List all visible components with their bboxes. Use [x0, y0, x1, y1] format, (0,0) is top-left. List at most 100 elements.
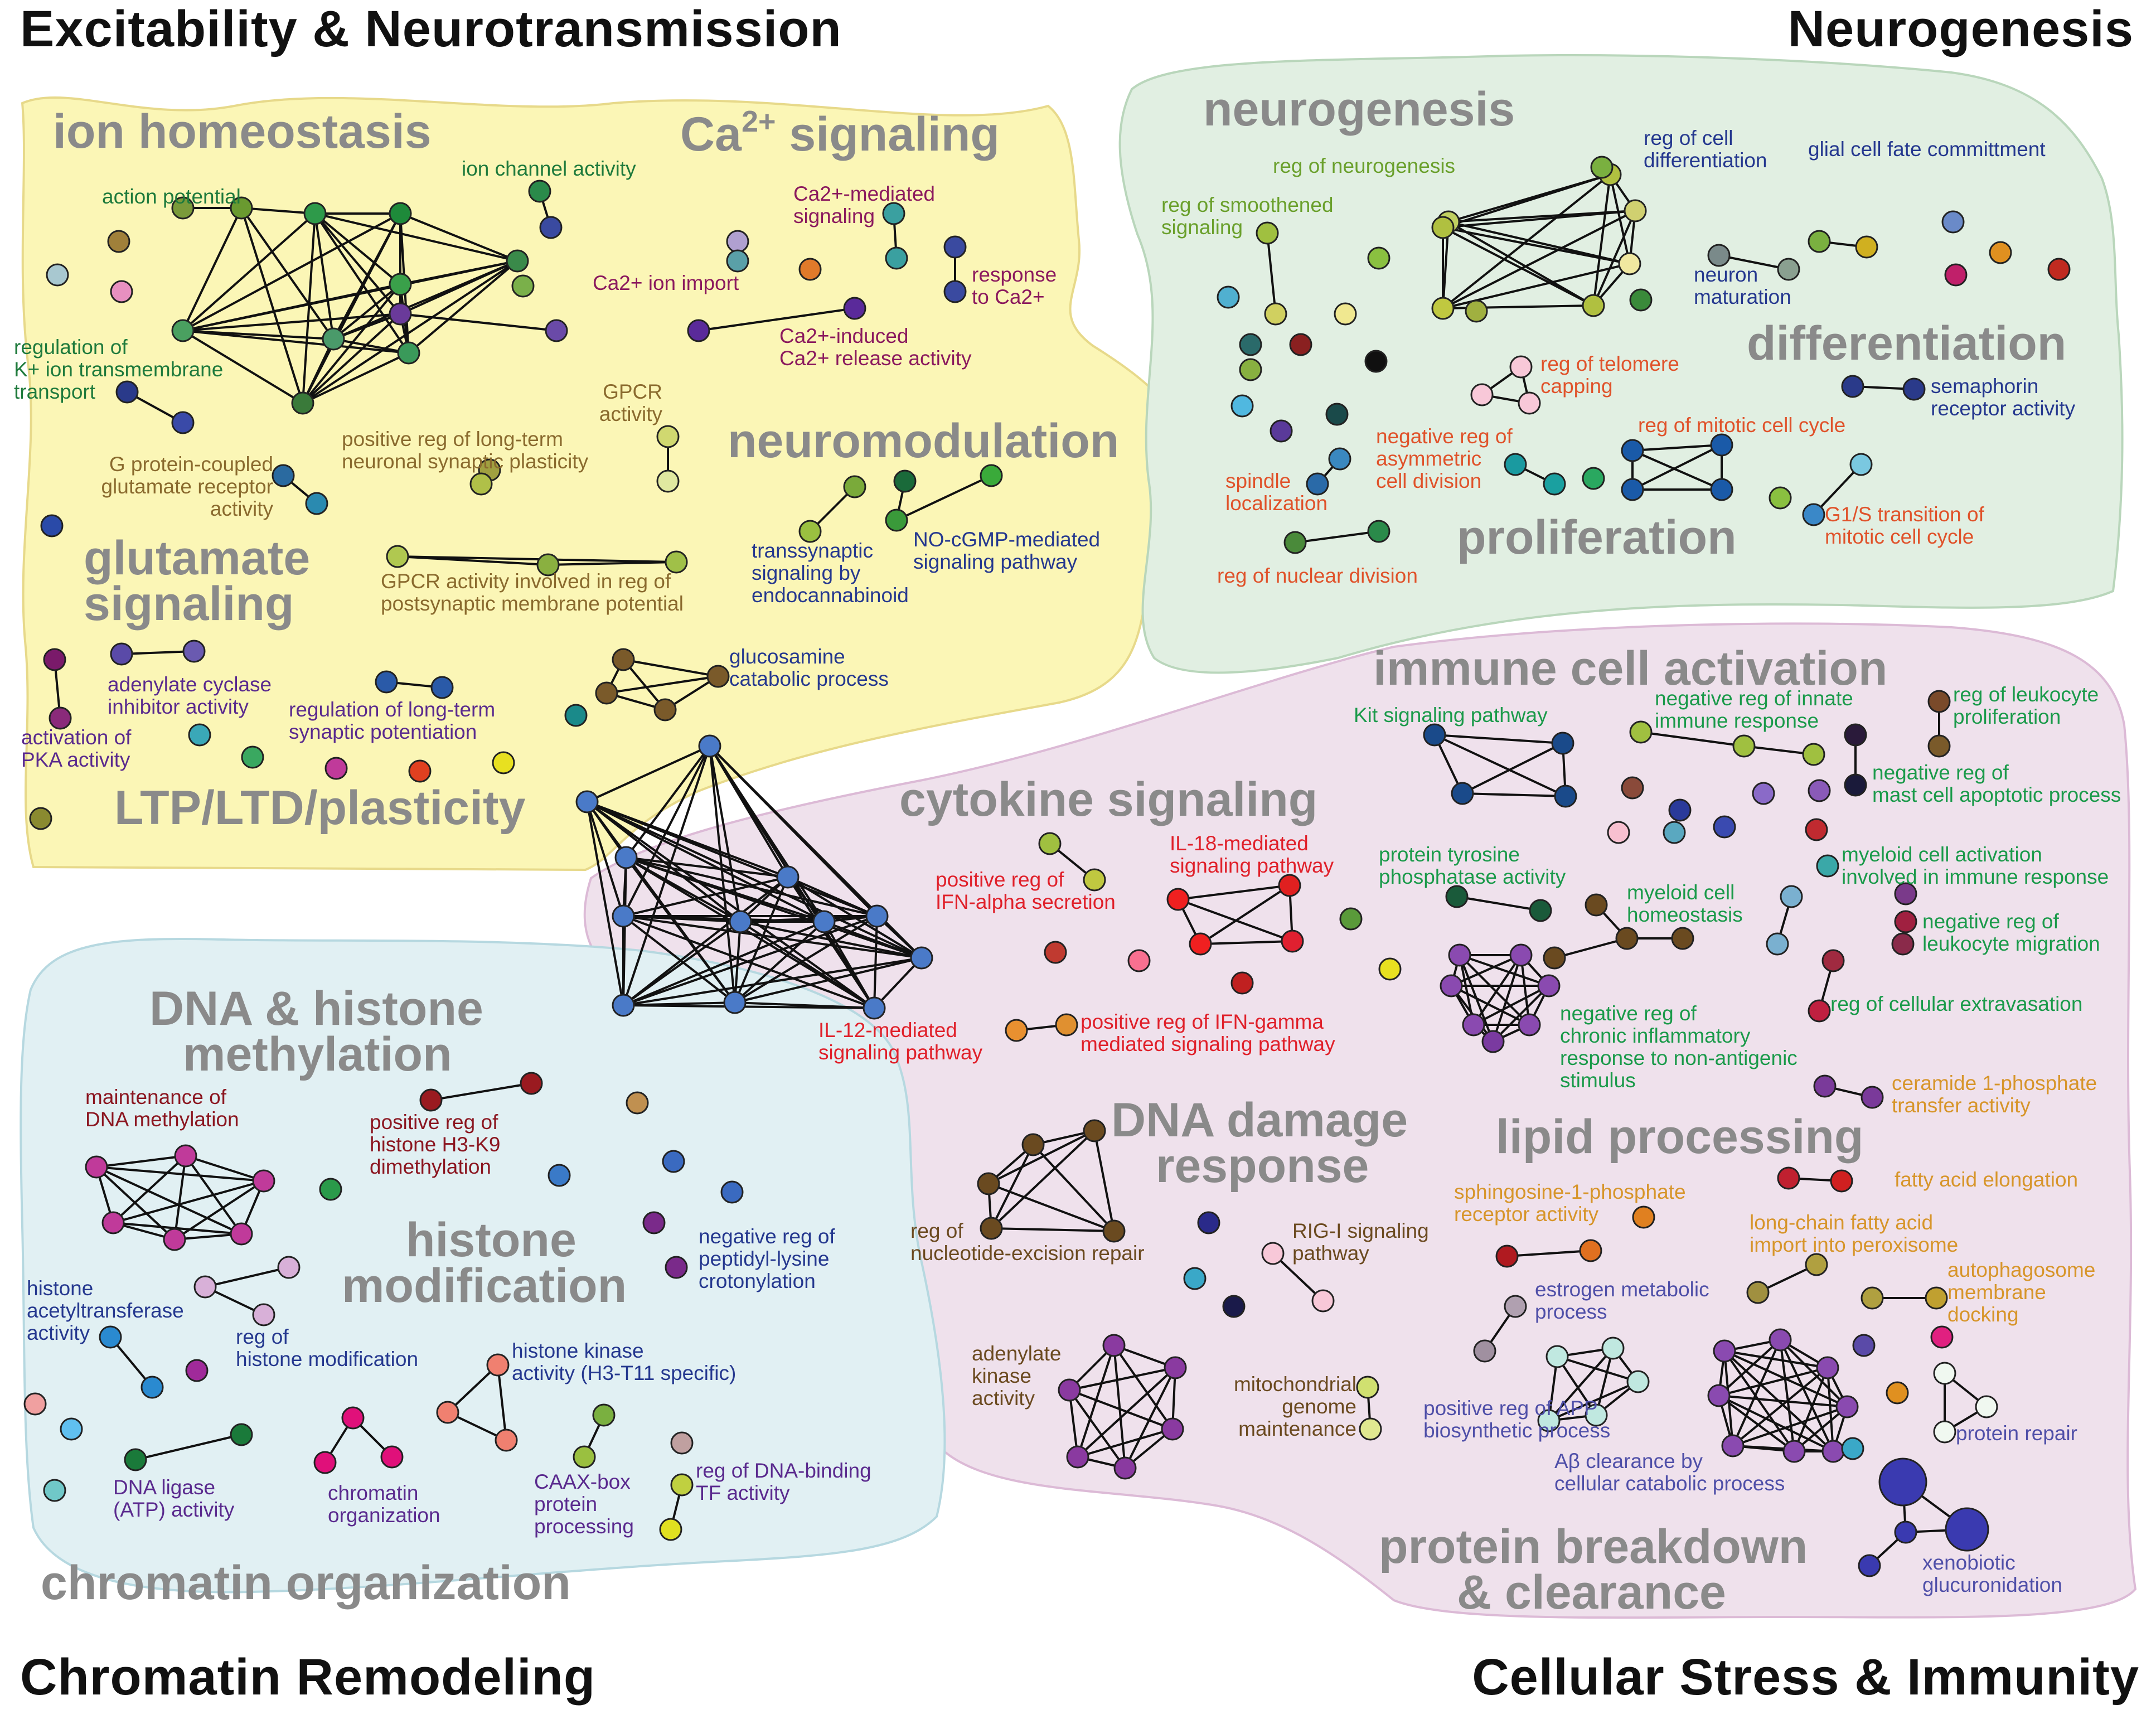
network-edge	[991, 1227, 1115, 1232]
term-node	[1710, 478, 1733, 501]
term-label-line: reg of DNA-binding	[696, 1459, 871, 1482]
term-node	[1805, 1253, 1828, 1276]
term-node	[324, 757, 348, 780]
term-label-line: estrogen metabolic	[1535, 1278, 1709, 1301]
term-label-line: mitotic cell cycle	[1825, 525, 1974, 548]
network-edge	[622, 745, 711, 1006]
term-node	[1083, 1119, 1106, 1142]
term-node	[277, 1256, 301, 1279]
term-label-line: synaptic potentiation	[289, 720, 477, 743]
term-label-line: peptidyl-lysine	[699, 1247, 829, 1270]
term-node	[1367, 520, 1391, 543]
cluster-heading-line: modification	[342, 1259, 627, 1313]
term-label-line: activity	[599, 403, 663, 425]
network-edge	[1266, 233, 1277, 314]
network-edge	[1200, 940, 1293, 945]
term-node	[943, 235, 967, 259]
term-node	[1941, 210, 1965, 234]
term-node	[1166, 888, 1190, 911]
network-edge	[1554, 937, 1627, 959]
term-node	[726, 249, 749, 273]
term-label-line: acetyltransferase	[27, 1299, 184, 1322]
term-node	[1504, 453, 1527, 476]
term-node	[1481, 1030, 1505, 1053]
term-node	[1281, 929, 1304, 953]
network-edge	[734, 1001, 875, 1009]
network-edge	[1556, 1355, 1597, 1416]
term-label-fatty-acid: fatty acid elongation	[1895, 1168, 2078, 1191]
term-node	[1509, 943, 1533, 967]
term-node	[1615, 927, 1639, 950]
network-edge	[1093, 1130, 1115, 1232]
term-node	[1813, 1074, 1837, 1098]
network-edge	[1124, 1367, 1176, 1469]
network-edge	[1793, 1367, 1829, 1452]
network-edge	[1113, 1345, 1126, 1469]
term-node	[812, 910, 836, 933]
term-label-line: mitochondrial	[1234, 1373, 1356, 1396]
network-edge	[734, 877, 789, 1003]
term-node	[1044, 941, 1067, 964]
network-edge	[587, 801, 878, 917]
term-node	[1808, 999, 1831, 1023]
term-node	[1852, 1334, 1876, 1357]
cluster-heading-text: ion homeostasis	[53, 105, 432, 158]
term-label-line: response to non-antigenic	[1560, 1047, 1798, 1069]
term-node	[492, 751, 515, 774]
term-node	[303, 202, 327, 225]
term-label-reg-mitotic: reg of mitotic cell cycle	[1638, 414, 1845, 437]
term-node	[843, 297, 866, 320]
network-edge	[623, 915, 922, 959]
term-label-line: organization	[328, 1504, 440, 1527]
term-node	[1746, 1281, 1770, 1304]
term-label-line: xenobiotic	[1922, 1551, 2016, 1574]
term-node	[1197, 1211, 1220, 1234]
term-label-line: negative reg of innate	[1655, 687, 1853, 710]
network-edge	[1779, 1339, 1848, 1408]
cluster-heading-line: histone	[406, 1213, 576, 1267]
node-layer	[23, 156, 2071, 1577]
cluster-heading-proliferation: proliferation	[1457, 511, 1737, 564]
term-node	[1601, 1337, 1625, 1360]
cluster-heading-sup: 2+	[742, 105, 776, 138]
network-edge	[1743, 745, 1814, 756]
term-label-line: signaling	[1161, 216, 1243, 239]
cluster-heading-ca-signaling: Ca2+ signaling	[680, 105, 1000, 161]
network-edge	[734, 921, 825, 1004]
term-label-line: TF activity	[696, 1481, 790, 1504]
term-label-line: chronic inflammatory	[1560, 1024, 1751, 1047]
term-node	[230, 196, 253, 220]
network-edge	[988, 1130, 1095, 1185]
cluster-heading-text: immune cell activation	[1373, 642, 1887, 695]
term-node	[230, 1222, 253, 1246]
network-edge	[182, 330, 304, 404]
term-label-line: differentiation	[1644, 149, 1767, 172]
term-label-line: G protein-coupled	[109, 453, 273, 476]
network-edge	[1434, 734, 1566, 797]
network-edge	[1434, 734, 1563, 744]
network-edge	[182, 260, 518, 332]
term-label-line: IL-12-mediated	[818, 1019, 957, 1042]
term-label-line: reg of leukocyte	[1953, 683, 2099, 706]
term-label-ion-channel-activity: ion channel activity	[462, 157, 636, 180]
term-label-line: glial cell fate committment	[1808, 138, 2046, 161]
network-edge	[988, 1183, 1115, 1232]
network-edge	[400, 212, 518, 262]
term-label-line: reg of mitotic cell cycle	[1638, 414, 1845, 437]
term-label-line: glucuronidation	[1922, 1573, 2062, 1596]
network-edge	[96, 1155, 186, 1168]
term-node	[99, 1325, 122, 1349]
network-edge	[241, 207, 316, 215]
